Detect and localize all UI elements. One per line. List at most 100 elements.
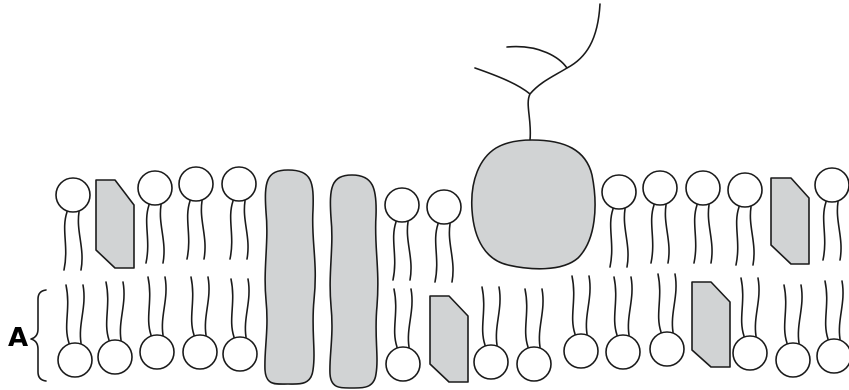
fatty-acid-tail <box>798 285 802 343</box>
phospholipid-upper <box>643 171 677 263</box>
phospholipid-upper <box>138 171 172 263</box>
phospholipid-upper <box>222 167 256 259</box>
fatty-acid-tail <box>694 205 697 263</box>
fatty-acid-tail <box>449 224 453 282</box>
protein-upper-left <box>96 180 134 268</box>
fatty-acid-tail <box>755 278 759 336</box>
phospholipid-lower <box>386 289 420 381</box>
phospholipid-upper <box>179 167 213 259</box>
transmembrane-protein-left <box>265 170 315 384</box>
fatty-acid-tail <box>614 277 617 335</box>
fatty-acid-tail <box>162 277 166 335</box>
fatty-acid-tail <box>586 276 590 334</box>
fatty-acid-tail <box>245 279 249 337</box>
phospholipid-lower <box>474 287 508 379</box>
phospholipid-upper <box>728 173 762 265</box>
fatty-acid-tail <box>525 289 528 347</box>
fatty-acid-tail <box>146 205 149 263</box>
phosphate-head <box>650 332 684 366</box>
phosphate-head <box>98 340 132 374</box>
fatty-acid-tail <box>741 278 744 336</box>
phosphate-head <box>686 171 720 205</box>
fatty-acid-tail <box>187 201 190 259</box>
phospholipid-upper <box>427 190 461 282</box>
phospholipid-lower <box>183 277 217 369</box>
fatty-acid-tail <box>393 222 396 280</box>
fatty-acid-tail <box>394 289 397 347</box>
phosphate-head <box>58 343 92 377</box>
phosphate-head <box>564 334 598 368</box>
phospholipid-upper <box>385 188 419 280</box>
phosphate-head <box>138 171 172 205</box>
protein-lower-middle <box>430 296 468 382</box>
fatty-acid-tail <box>736 207 739 265</box>
phosphate-head <box>776 343 810 377</box>
phospholipid-lower <box>733 278 767 370</box>
bracket <box>31 290 46 381</box>
phosphate-head <box>385 188 419 222</box>
phospholipid-lower <box>140 277 174 369</box>
fatty-acid-tail <box>80 285 84 343</box>
fatty-acid-tail <box>120 282 124 340</box>
fatty-acid-tail <box>658 274 661 332</box>
fatty-acid-tail <box>784 285 787 343</box>
fatty-acid-tail <box>496 287 500 345</box>
phospholipid-lower <box>517 289 551 381</box>
transmembrane-protein-right <box>330 175 378 388</box>
protein-lower-right <box>692 282 730 367</box>
phosphate-head <box>606 335 640 369</box>
phospholipid-lower <box>650 274 684 366</box>
fatty-acid-tail <box>66 285 69 343</box>
fatty-acid-tail <box>231 279 234 337</box>
phospholipid-lower <box>776 285 810 377</box>
phosphate-head <box>183 335 217 369</box>
phospholipid-upper <box>686 171 720 263</box>
phospholipid-lower <box>606 277 640 369</box>
fatty-acid-tail <box>572 276 575 334</box>
fatty-acid-tail <box>610 209 613 267</box>
layer-a-annotation: A <box>8 290 46 381</box>
phospholipid-upper <box>815 168 849 260</box>
fatty-acid-tail <box>628 277 632 335</box>
phosphate-head <box>602 175 636 209</box>
phospholipid-upper <box>602 175 636 267</box>
phospholipid-lower <box>564 276 598 368</box>
fatty-acid-tail <box>148 277 151 335</box>
phosphate-head <box>386 347 420 381</box>
fatty-acid-tail <box>825 281 828 339</box>
phosphate-head <box>222 167 256 201</box>
glycoprotein <box>472 4 600 269</box>
upper-leaflet <box>56 167 849 282</box>
fatty-acid-tail <box>435 224 438 282</box>
fatty-acid-tail <box>624 209 628 267</box>
phosphate-head <box>140 335 174 369</box>
phosphate-head <box>817 339 849 373</box>
fatty-acid-tail <box>672 274 676 332</box>
phospholipid-lower <box>98 282 132 374</box>
fatty-acid-tail <box>230 201 233 259</box>
phospholipid-lower <box>817 281 849 373</box>
phosphate-head <box>223 337 257 371</box>
phospholipid-upper <box>56 178 90 270</box>
fatty-acid-tail <box>839 281 843 339</box>
carbohydrate-chain <box>475 4 600 140</box>
fatty-acid-tail <box>750 207 754 265</box>
fatty-acid-tail <box>482 287 485 345</box>
phosphate-head <box>733 336 767 370</box>
phosphate-head <box>474 345 508 379</box>
fatty-acid-tail <box>64 212 67 270</box>
fatty-acid-tail <box>106 282 109 340</box>
label-a: A <box>8 323 28 353</box>
fatty-acid-tail <box>823 202 826 260</box>
fatty-acid-tail <box>837 202 841 260</box>
fatty-acid-tail <box>160 205 164 263</box>
phosphate-head <box>643 171 677 205</box>
phosphate-head <box>179 167 213 201</box>
fatty-acid-tail <box>201 201 205 259</box>
fatty-acid-tail <box>244 201 248 259</box>
fatty-acid-tail <box>191 277 194 335</box>
fatty-acid-tail <box>205 277 209 335</box>
phospholipid-lower <box>58 285 92 377</box>
glycoprotein-body <box>472 140 595 269</box>
